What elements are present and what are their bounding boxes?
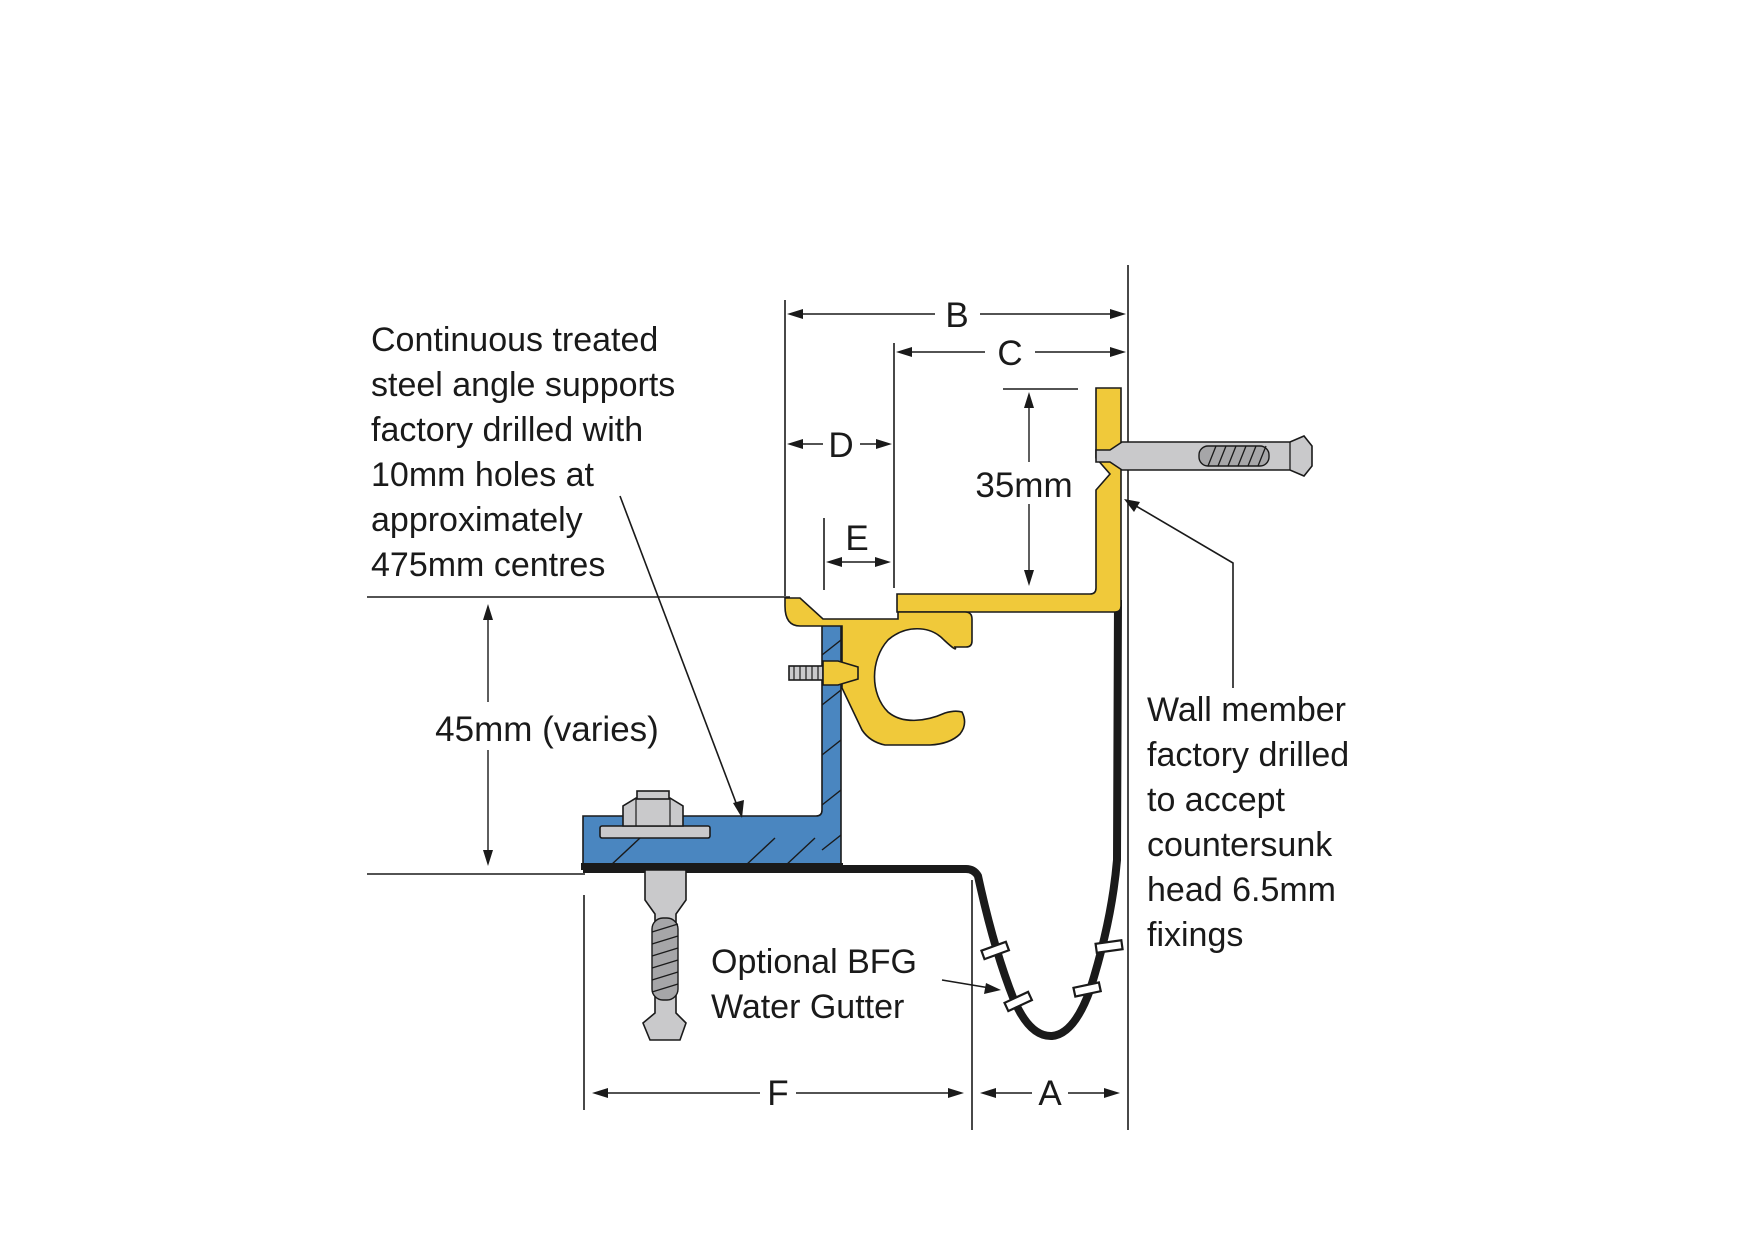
dim-label-35mm: 35mm <box>975 466 1072 505</box>
dim-label-b: B <box>945 296 968 335</box>
gutter-note: Optional BFG Water Gutter <box>711 943 926 1026</box>
dimension-d <box>787 439 892 449</box>
dim-label-d: D <box>828 426 853 465</box>
dimension-e <box>826 557 891 567</box>
set-bolt-head <box>822 660 859 686</box>
bfg-water-gutter <box>583 599 1124 1040</box>
wall-fixing <box>1095 435 1313 477</box>
dimension-45mm <box>483 604 493 866</box>
wall-member <box>784 387 1122 746</box>
bolt-tip <box>636 790 670 800</box>
clip-set-bolt <box>788 660 859 686</box>
leader-lines <box>619 495 1234 994</box>
leader-angle-support <box>619 495 739 809</box>
dim-label-45mm: 45mm (varies) <box>435 710 659 749</box>
dim-label-e: E <box>845 519 868 558</box>
washer <box>599 825 711 839</box>
dimension-35mm <box>1024 392 1034 586</box>
dimension-f <box>592 1088 964 1098</box>
wall-member-note: Wall member factory drilled to accept co… <box>1147 691 1359 954</box>
fixing-thread <box>1198 445 1270 467</box>
dimension-c <box>896 347 1126 357</box>
dim-label-f: F <box>767 1074 788 1113</box>
angle-support-note: Continuous treated steel angle supports … <box>371 321 685 584</box>
angle-anchor-bolt <box>599 790 711 1041</box>
dim-label-c: C <box>997 334 1022 373</box>
reference-lines <box>367 265 1129 1130</box>
dim-label-a: A <box>1038 1074 1062 1113</box>
dimension-b <box>787 309 1126 319</box>
leader-wall-member <box>1135 505 1234 688</box>
leader-gutter <box>941 979 991 989</box>
hex-nut <box>622 797 684 827</box>
dimension-a <box>980 1088 1120 1098</box>
